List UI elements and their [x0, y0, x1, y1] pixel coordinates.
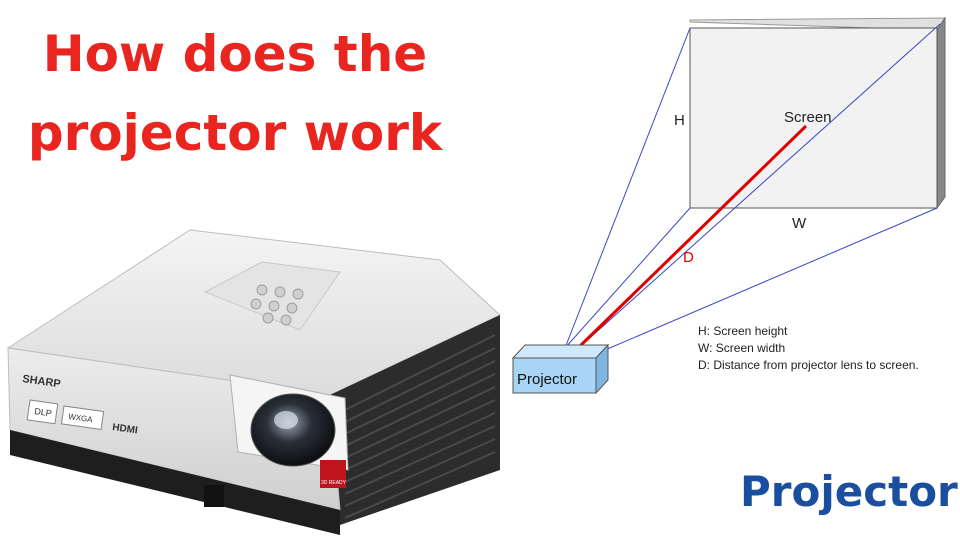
- hdmi-logo-text: HDMI: [112, 422, 139, 436]
- width-label: W: [792, 215, 807, 232]
- distance-line: [578, 124, 808, 348]
- projector-box-label: Projector: [517, 371, 577, 388]
- legend-width: W: Screen width: [698, 341, 785, 355]
- 3d-badge: [320, 460, 346, 488]
- projector-box-top: [511, 344, 610, 359]
- wxga-logo-text: WXGA: [68, 412, 94, 424]
- screen-right-edge: [936, 16, 946, 210]
- title-line-1: How does the: [42, 25, 428, 83]
- height-label: H: [674, 112, 685, 129]
- ray-top-right: [581, 23, 941, 346]
- title-line-2: projector work: [27, 104, 443, 162]
- legend-height: H: Screen height: [698, 324, 788, 338]
- projector-box: [512, 357, 597, 394]
- distance-label: D: [683, 249, 694, 266]
- ray-top-left: [564, 27, 691, 349]
- ray-bottom-right: [604, 207, 938, 351]
- projector-illustration: SHARP DLP WXGA HDMI 3D READY: [6, 229, 501, 535]
- projector-base: [10, 430, 340, 535]
- projector-foot: [204, 485, 224, 507]
- screen-label: Screen: [784, 109, 832, 126]
- screen-rect: [689, 27, 938, 209]
- brand-text: SHARP: [22, 373, 62, 390]
- lens-icon: [250, 393, 336, 467]
- footer-projector-label: Projector: [740, 467, 958, 516]
- ray-bottom-left: [564, 207, 691, 349]
- dlp-logo-text: DLP: [34, 406, 53, 418]
- legend-distance: D: Distance from projector lens to scree…: [698, 358, 919, 372]
- projection-diagram: Screen H W D Projector H: Screen height …: [511, 16, 946, 395]
- 3d-badge-text: 3D READY: [321, 480, 347, 486]
